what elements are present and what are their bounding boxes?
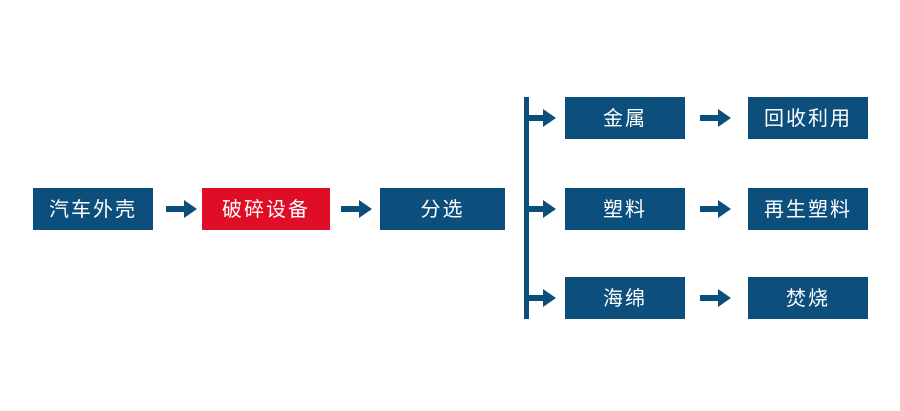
arrow-right-icon-car-shell-to-crusher bbox=[166, 198, 198, 220]
node-destination-incineration-label: 焚烧 bbox=[786, 286, 830, 310]
arrow-right-icon-plastic-to-destination bbox=[700, 198, 732, 220]
arrow-right-icon-branch-sponge bbox=[527, 287, 557, 309]
node-material-sponge[interactable]: 海绵 bbox=[565, 277, 685, 319]
node-car-shell[interactable]: 汽车外壳 bbox=[33, 188, 153, 230]
arrow-right-icon-crusher-to-sorting bbox=[341, 198, 373, 220]
node-sorting-label: 分选 bbox=[420, 197, 465, 221]
node-destination-recycle[interactable]: 回收利用 bbox=[748, 97, 868, 139]
node-destination-recycle-label: 回收利用 bbox=[764, 106, 852, 130]
node-destination-regenerated-plastic-label: 再生塑料 bbox=[764, 197, 852, 221]
node-material-sponge-label: 海绵 bbox=[603, 286, 647, 310]
node-destination-incineration[interactable]: 焚烧 bbox=[748, 277, 868, 319]
arrow-right-icon-sponge-to-destination bbox=[700, 287, 732, 309]
node-car-shell-label: 汽车外壳 bbox=[49, 197, 137, 221]
arrow-right-icon-metal-to-destination bbox=[700, 107, 732, 129]
branch-split-icon bbox=[524, 97, 529, 319]
node-material-metal[interactable]: 金属 bbox=[565, 97, 685, 139]
node-destination-regenerated-plastic[interactable]: 再生塑料 bbox=[748, 188, 868, 230]
node-material-plastic-label: 塑料 bbox=[603, 197, 647, 221]
node-crusher-label: 破碎设备 bbox=[222, 197, 310, 221]
node-material-plastic[interactable]: 塑料 bbox=[565, 188, 685, 230]
arrow-right-icon-branch-plastic bbox=[527, 198, 557, 220]
arrow-right-icon-branch-metal bbox=[527, 107, 557, 129]
node-sorting[interactable]: 分选 bbox=[380, 188, 505, 230]
node-crusher[interactable]: 破碎设备 bbox=[202, 188, 330, 230]
node-material-metal-label: 金属 bbox=[603, 106, 647, 130]
